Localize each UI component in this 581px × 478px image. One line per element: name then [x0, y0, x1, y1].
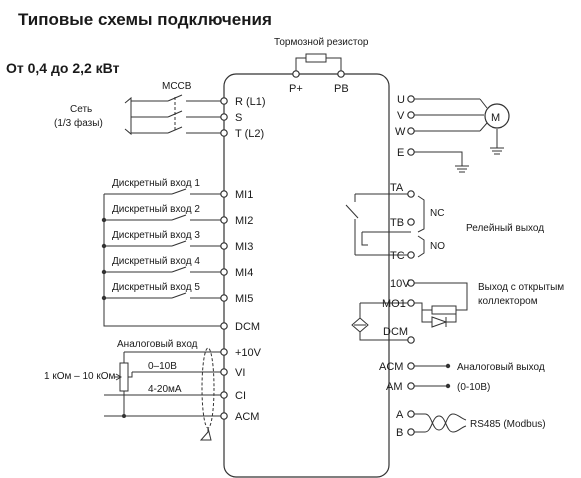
- terminal-w: W: [395, 126, 406, 138]
- terminal-mi5: MI5: [235, 293, 253, 305]
- terminal-a: A: [396, 409, 404, 421]
- rs485-wiring: [414, 413, 467, 433]
- terminal-b: B: [396, 427, 403, 439]
- open-collector-label-1: Выход с открытым: [478, 282, 564, 293]
- relay-no-label: NO: [430, 241, 445, 252]
- mains-lines: [131, 94, 224, 134]
- relay-nc-label: NC: [430, 208, 444, 219]
- terminal-vi: VI: [235, 367, 245, 379]
- terminal-acm-out: ACM: [379, 361, 403, 373]
- terminal-tc: TC: [390, 250, 405, 262]
- terminal-r: R (L1): [235, 96, 266, 108]
- digital-input-wiring: [103, 188, 224, 327]
- relay-wiring: [345, 193, 425, 258]
- analog-output-range: (0-10В): [457, 382, 490, 393]
- motor-symbol-label: M: [491, 112, 500, 124]
- terminal-dcm: DCM: [235, 321, 260, 333]
- potentiometer-label: 1 кОм – 10 кОм: [44, 371, 116, 382]
- din4-label: Дискретный вход 4: [112, 256, 200, 267]
- analog-output-wiring: [414, 365, 448, 387]
- terminal-10v: +10V: [235, 347, 262, 359]
- terminal-mi4: MI4: [235, 267, 253, 279]
- terminal-v: V: [397, 110, 405, 122]
- terminal-mo1: MO1: [382, 298, 406, 310]
- brake-resistor-symbol: [305, 53, 327, 63]
- analog-i-range: 4-20мА: [148, 384, 182, 395]
- terminal-s: S: [235, 112, 242, 124]
- terminal-am: AM: [386, 381, 403, 393]
- page-title: Типовые схемы подключения: [18, 10, 272, 29]
- analog-output-label: Аналоговый выход: [457, 362, 545, 373]
- terminal-p-plus: P+: [289, 83, 303, 95]
- din5-label: Дискретный вход 5: [112, 282, 200, 293]
- terminal-pb: PB: [334, 83, 349, 95]
- terminal-ci: CI: [235, 390, 246, 402]
- terminal-tb: TB: [390, 217, 404, 229]
- terminal-10v-out: 10V: [390, 278, 410, 290]
- terminal-mi1: MI1: [235, 189, 253, 201]
- terminal-mi2: MI2: [235, 215, 253, 227]
- brake-resistor-label: Тормозной резистор: [274, 37, 369, 48]
- motor-icon: [484, 103, 510, 129]
- terminal-mi3: MI3: [235, 241, 253, 253]
- mains-phase-label: (1/3 фазы): [54, 117, 103, 129]
- open-collector-wiring: [351, 282, 468, 341]
- terminal-acm: ACM: [235, 411, 259, 423]
- terminal-e: E: [397, 147, 404, 159]
- open-collector-label-2: коллектором: [478, 296, 538, 307]
- mccb-label: MCCB: [162, 81, 192, 92]
- terminal-ta: TA: [390, 182, 404, 194]
- terminal-t: T (L2): [235, 128, 264, 140]
- rs485-label: RS485 (Modbus): [470, 419, 546, 430]
- mains-label: Сеть: [70, 104, 92, 115]
- page-subtitle: От 0,4 до 2,2 кВт: [6, 60, 120, 76]
- din2-label: Дискретный вход 2: [112, 204, 200, 215]
- analog-in-label: Аналоговый вход: [117, 339, 198, 350]
- terminal-dcm-out: DCM: [383, 326, 408, 338]
- analog-v-range: 0–10В: [148, 361, 177, 372]
- din3-label: Дискретный вход 3: [112, 230, 200, 241]
- relay-output-label: Релейный выход: [466, 223, 544, 234]
- motor-wiring: [414, 98, 504, 173]
- din1-label: Дискретный вход 1: [112, 178, 200, 189]
- terminal-u: U: [397, 94, 405, 106]
